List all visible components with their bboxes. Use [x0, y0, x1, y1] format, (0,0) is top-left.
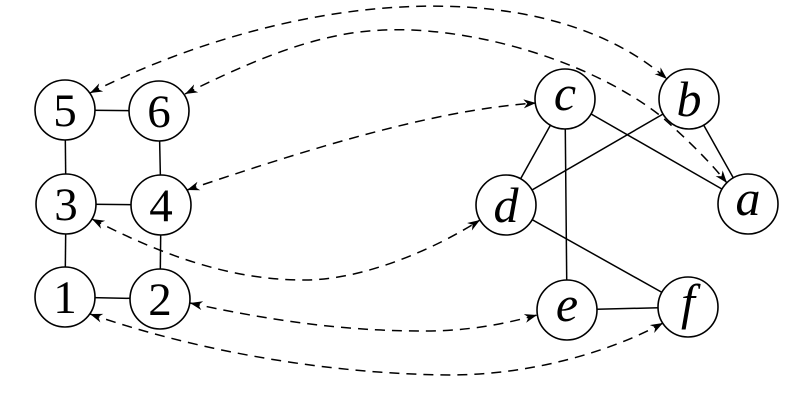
- node-c: c: [534, 65, 596, 130]
- node-label-b: b: [677, 71, 702, 127]
- mapping-arrow-6-a: [184, 29, 728, 184]
- node-circle-5: [34, 79, 96, 141]
- node-circle-4: [130, 174, 192, 236]
- node-label-a: a: [736, 170, 761, 226]
- letter-graph-nodes: c b d a e f: [475, 65, 779, 341]
- node-3: 3: [35, 173, 97, 235]
- node-label-3: 3: [54, 179, 78, 231]
- mapping-arrows: [89, 5, 728, 376]
- node-2: 2: [129, 268, 191, 330]
- node-d: d: [475, 174, 537, 236]
- node-circle-b: [658, 68, 720, 130]
- node-circle-3: [35, 173, 97, 235]
- node-label-1: 1: [53, 272, 77, 324]
- node-f: f: [657, 274, 719, 338]
- node-circle-6: [128, 80, 190, 142]
- mapping-arrow-1-f: [89, 313, 664, 376]
- node-circle-c: [534, 68, 596, 130]
- node-label-4: 4: [149, 180, 173, 232]
- node-label-6: 6: [147, 86, 171, 138]
- letter-graph-edges: [505, 98, 749, 311]
- node-label-c: c: [554, 65, 576, 121]
- edge-c-e: [564, 98, 568, 311]
- node-circle-f: [657, 276, 719, 338]
- node-label-5: 5: [53, 85, 77, 137]
- node-label-d: d: [494, 177, 520, 233]
- letter-graph: c b d a e f: [475, 65, 779, 341]
- edge-d-f: [505, 204, 689, 308]
- edge-a-c: [564, 98, 749, 205]
- grid-graph-nodes: 5 6 3 4 1 2: [34, 79, 192, 330]
- mapping-arrow-3-d: [91, 218, 481, 281]
- node-circle-e: [536, 279, 598, 341]
- node-4: 4: [130, 174, 192, 236]
- node-5: 5: [34, 79, 96, 141]
- node-6: 6: [128, 80, 190, 142]
- node-1: 1: [34, 266, 96, 328]
- node-a: a: [717, 170, 779, 235]
- node-circle-1: [34, 266, 96, 328]
- node-e: e: [536, 276, 598, 341]
- edge-b-d: [505, 98, 690, 206]
- node-circle-2: [129, 268, 191, 330]
- node-b: b: [658, 68, 720, 130]
- node-label-2: 2: [148, 274, 172, 326]
- grid-graph: 5 6 3 4 1 2: [34, 79, 192, 330]
- node-circle-d: [475, 174, 537, 236]
- node-circle-a: [717, 173, 779, 235]
- node-label-e: e: [556, 276, 578, 332]
